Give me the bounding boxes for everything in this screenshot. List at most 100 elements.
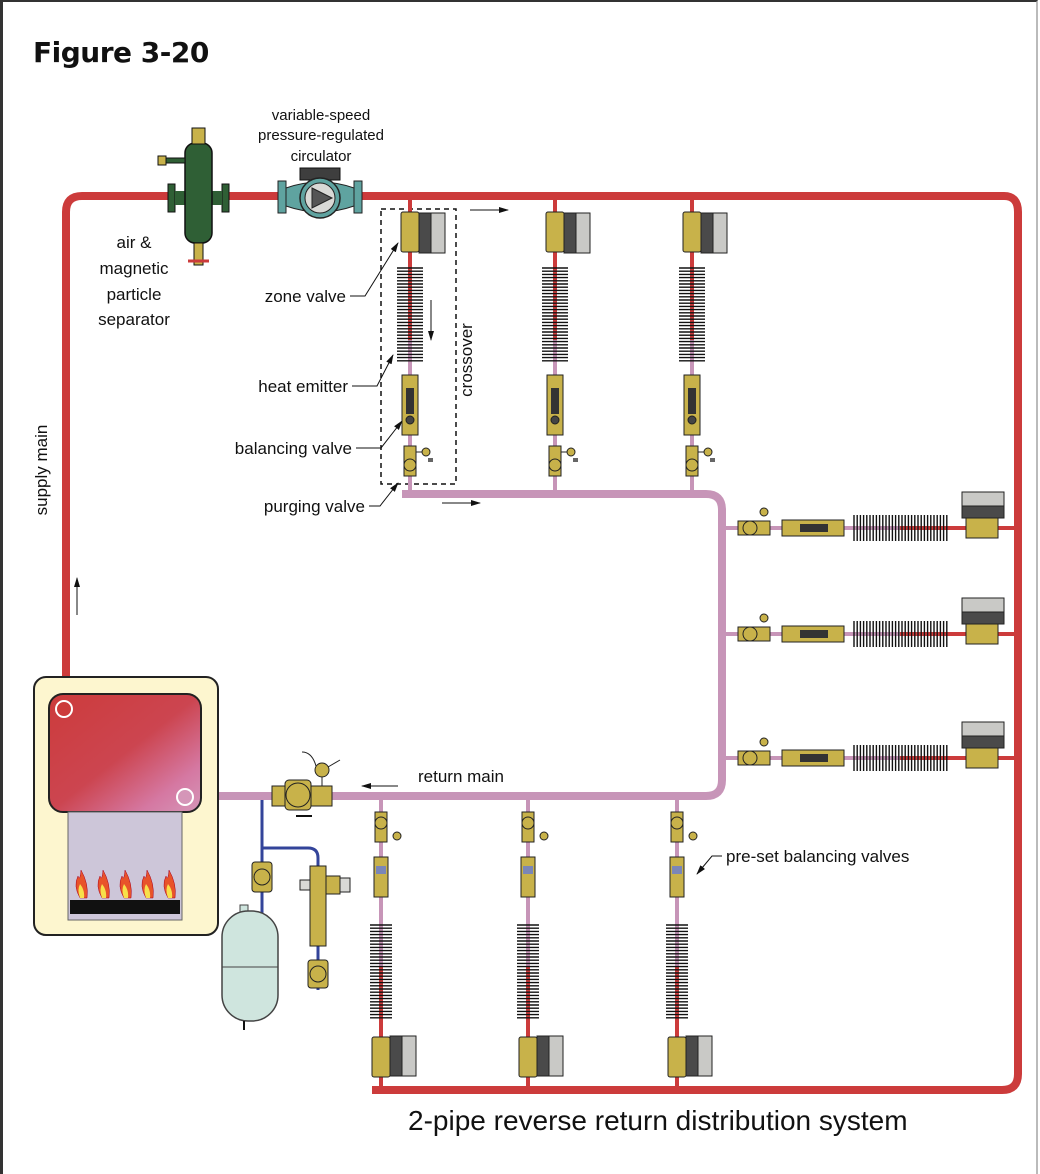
zone-valve-actuator-icon (418, 212, 432, 254)
purge-cap-icon (703, 447, 713, 457)
zone-valve-actuator-icon (697, 1035, 713, 1077)
label-balancing-valve: balancing valve (235, 439, 352, 458)
flow-meter-icon (800, 630, 828, 638)
flow-meter-icon (800, 524, 828, 532)
balancing-knob-icon (687, 415, 697, 425)
leader-lines (350, 242, 722, 875)
return-main-pipe (186, 490, 726, 800)
zone-valve-body (682, 211, 702, 253)
expansion-tank (221, 904, 279, 1030)
purge-cap-icon (759, 737, 769, 747)
purging-valve-ball (521, 816, 535, 830)
zone-valve-body (965, 747, 999, 769)
purge-cap-icon (759, 507, 769, 517)
flame-core-icon (100, 884, 107, 898)
purge-cap-icon (759, 613, 769, 623)
zone-valve-actuator-icon (961, 491, 1005, 507)
purge-cap-icon (421, 447, 431, 457)
label-preset-balancing-valves: pre-set balancing valves (726, 847, 909, 866)
boiler-purge-valve (271, 751, 341, 817)
figure-title: Figure 3-20 (33, 36, 209, 69)
zone-valve-actuator-icon (548, 1035, 564, 1077)
air-magnetic-separator (157, 127, 230, 266)
preset-window-icon (376, 866, 386, 874)
zone-valve-actuator-icon (389, 1035, 403, 1077)
zone-valve-actuator-icon (536, 1035, 550, 1077)
zone-valve-body (371, 1036, 391, 1078)
supply-outlet-icon (55, 700, 73, 718)
crossover-bottom (370, 796, 417, 1090)
purging-valve-ball (742, 750, 758, 766)
preset-window-icon (523, 866, 533, 874)
crossover-right (722, 597, 1018, 647)
label-supply-main: supply main (32, 425, 51, 516)
crossovers-layer (370, 196, 1018, 1090)
label-separator-2: magnetic (100, 259, 169, 278)
supply-main-pipe (62, 192, 1022, 1094)
circulator-pump (277, 167, 363, 219)
purging-valve-ball (742, 626, 758, 642)
purge-cap-icon (566, 447, 576, 457)
label-circulator-2: pressure-regulated (258, 127, 384, 144)
crossover-right (722, 491, 1018, 541)
zone-valve-actuator-icon (563, 212, 577, 254)
zone-valve-body (518, 1036, 538, 1078)
label-separator-3: particle (107, 285, 162, 304)
purging-valve-ball (670, 816, 684, 830)
label-separator-1: air & (117, 233, 153, 252)
purging-valve-ball (374, 816, 388, 830)
burner-flames (75, 869, 176, 899)
crossover-top (397, 196, 446, 494)
flow-meter-icon (688, 388, 696, 414)
crossover-top (679, 196, 728, 494)
purge-cap-icon (392, 831, 402, 841)
zone-valve-body (667, 1036, 687, 1078)
preset-balancing-valve (520, 856, 536, 898)
flow-meter-icon (551, 388, 559, 414)
purge-cap-icon (539, 831, 549, 841)
flame-core-icon (166, 884, 173, 898)
zone-valve-actuator-icon (430, 212, 446, 254)
purging-valve-ball (403, 458, 417, 472)
label-circulator-1: variable-speed (272, 107, 370, 124)
zone-valve-actuator-icon (961, 735, 1005, 749)
zone-valve-actuator-icon (961, 611, 1005, 625)
crossover-right (722, 721, 1018, 771)
purge-hose-cap-icon (710, 458, 715, 462)
flame-core-icon (78, 884, 85, 898)
zone-valve-actuator-icon (700, 212, 714, 254)
flow-meter-icon (800, 754, 828, 762)
flame-core-icon (144, 884, 151, 898)
purging-valve-ball (548, 458, 562, 472)
zone-valve-body (400, 211, 420, 253)
zone-valve-actuator-icon (961, 721, 1005, 737)
flame-core-icon (122, 884, 129, 898)
zone-valve-actuator-icon (401, 1035, 417, 1077)
pressure-reducing-valve (299, 865, 351, 989)
purging-valve-ball (685, 458, 699, 472)
pipes-layer (62, 192, 1022, 1094)
tank-isolation-valve (251, 861, 273, 893)
label-heat-emitter: heat emitter (258, 377, 348, 396)
balancing-knob-icon (550, 415, 560, 425)
label-separator-4: separator (98, 310, 170, 329)
zone-valve-actuator-icon (712, 212, 728, 254)
zone-valve-body (965, 623, 999, 645)
label-zone-valve: zone valve (265, 287, 346, 306)
pump-direction-icon (311, 187, 334, 209)
zone-valve-actuator-icon (961, 597, 1005, 613)
crossover-box (380, 208, 457, 485)
label-return-main: return main (418, 767, 504, 786)
label-circulator-3: circulator (291, 148, 352, 165)
crossover-bottom (666, 796, 713, 1090)
zone-valve-actuator-icon (685, 1035, 699, 1077)
zone-valve-body (965, 517, 999, 539)
figure-caption: 2-pipe reverse return distribution syste… (408, 1105, 908, 1136)
purge-cap-icon (688, 831, 698, 841)
crossover-top (542, 196, 591, 494)
zone-valve-body (545, 211, 565, 253)
preset-balancing-valve (669, 856, 685, 898)
preset-window-icon (672, 866, 682, 874)
